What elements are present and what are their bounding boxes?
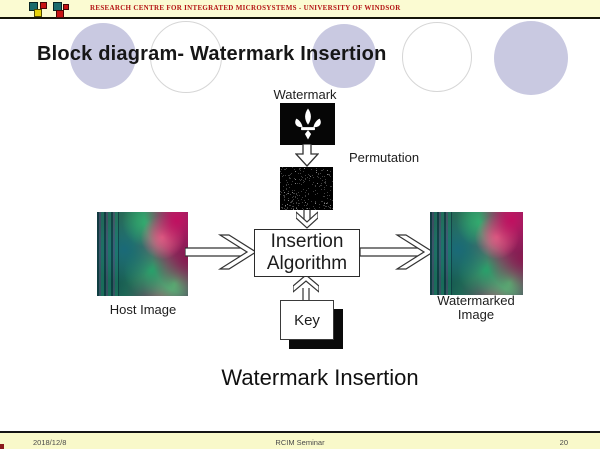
corner-mark (0, 444, 4, 449)
logo-square-teal-icon (29, 2, 38, 11)
insertion-algorithm-line2: Algorithm (266, 253, 348, 274)
footer-seminar-text: RCIM Seminar (275, 438, 325, 447)
background-circle (402, 22, 472, 92)
background-circle (70, 23, 136, 89)
footer-date: 2018/12/8 (33, 438, 67, 447)
header-title: RESEARCH CENTRE FOR INTEGRATED MICROSYST… (90, 4, 401, 12)
watermarked-image-label-line2: Image (457, 307, 495, 322)
arrow-down-icon (294, 143, 320, 167)
arrow-up-icon (292, 274, 320, 302)
watermark-image (280, 103, 335, 145)
logo-square-red-icon (63, 4, 69, 10)
key-box: Key (280, 300, 334, 340)
watermarked-image-label: Watermarked Image (420, 294, 532, 322)
permutation-label: Permutation (349, 150, 420, 165)
host-image-label: Host Image (109, 302, 177, 317)
insertion-algorithm-box: Insertion Algorithm (254, 229, 360, 277)
host-image-texture (97, 212, 119, 296)
watermarked-image-texture (430, 212, 453, 295)
key-label: Key (294, 311, 320, 329)
footer-page-number: 20 (559, 438, 568, 447)
insertion-algorithm-line1: Insertion (270, 231, 344, 252)
arrow-right-icon (359, 234, 435, 270)
background-circle (494, 21, 568, 95)
background-circle (312, 24, 376, 88)
arrow-right-icon (184, 234, 258, 270)
arrow-down-icon (295, 210, 319, 229)
watermark-label: Watermark (273, 87, 337, 102)
host-image (97, 212, 188, 296)
logo-square-red-icon (40, 2, 47, 9)
watermarked-image-label-line1: Watermarked (437, 293, 515, 308)
permuted-watermark-noise-image (280, 167, 333, 210)
footer-bar: 2018/12/8 RCIM Seminar 20 (0, 431, 600, 449)
logo-square-yellow-icon (34, 9, 42, 17)
watermarked-image (430, 212, 523, 295)
header-bar: RESEARCH CENTRE FOR INTEGRATED MICROSYST… (0, 0, 600, 19)
fleur-de-lis-icon (294, 108, 321, 140)
page-title: Block diagram- Watermark Insertion (37, 43, 387, 65)
logo-square-red-icon (56, 10, 64, 18)
background-circle (150, 21, 222, 93)
caption: Watermark Insertion (221, 365, 419, 390)
